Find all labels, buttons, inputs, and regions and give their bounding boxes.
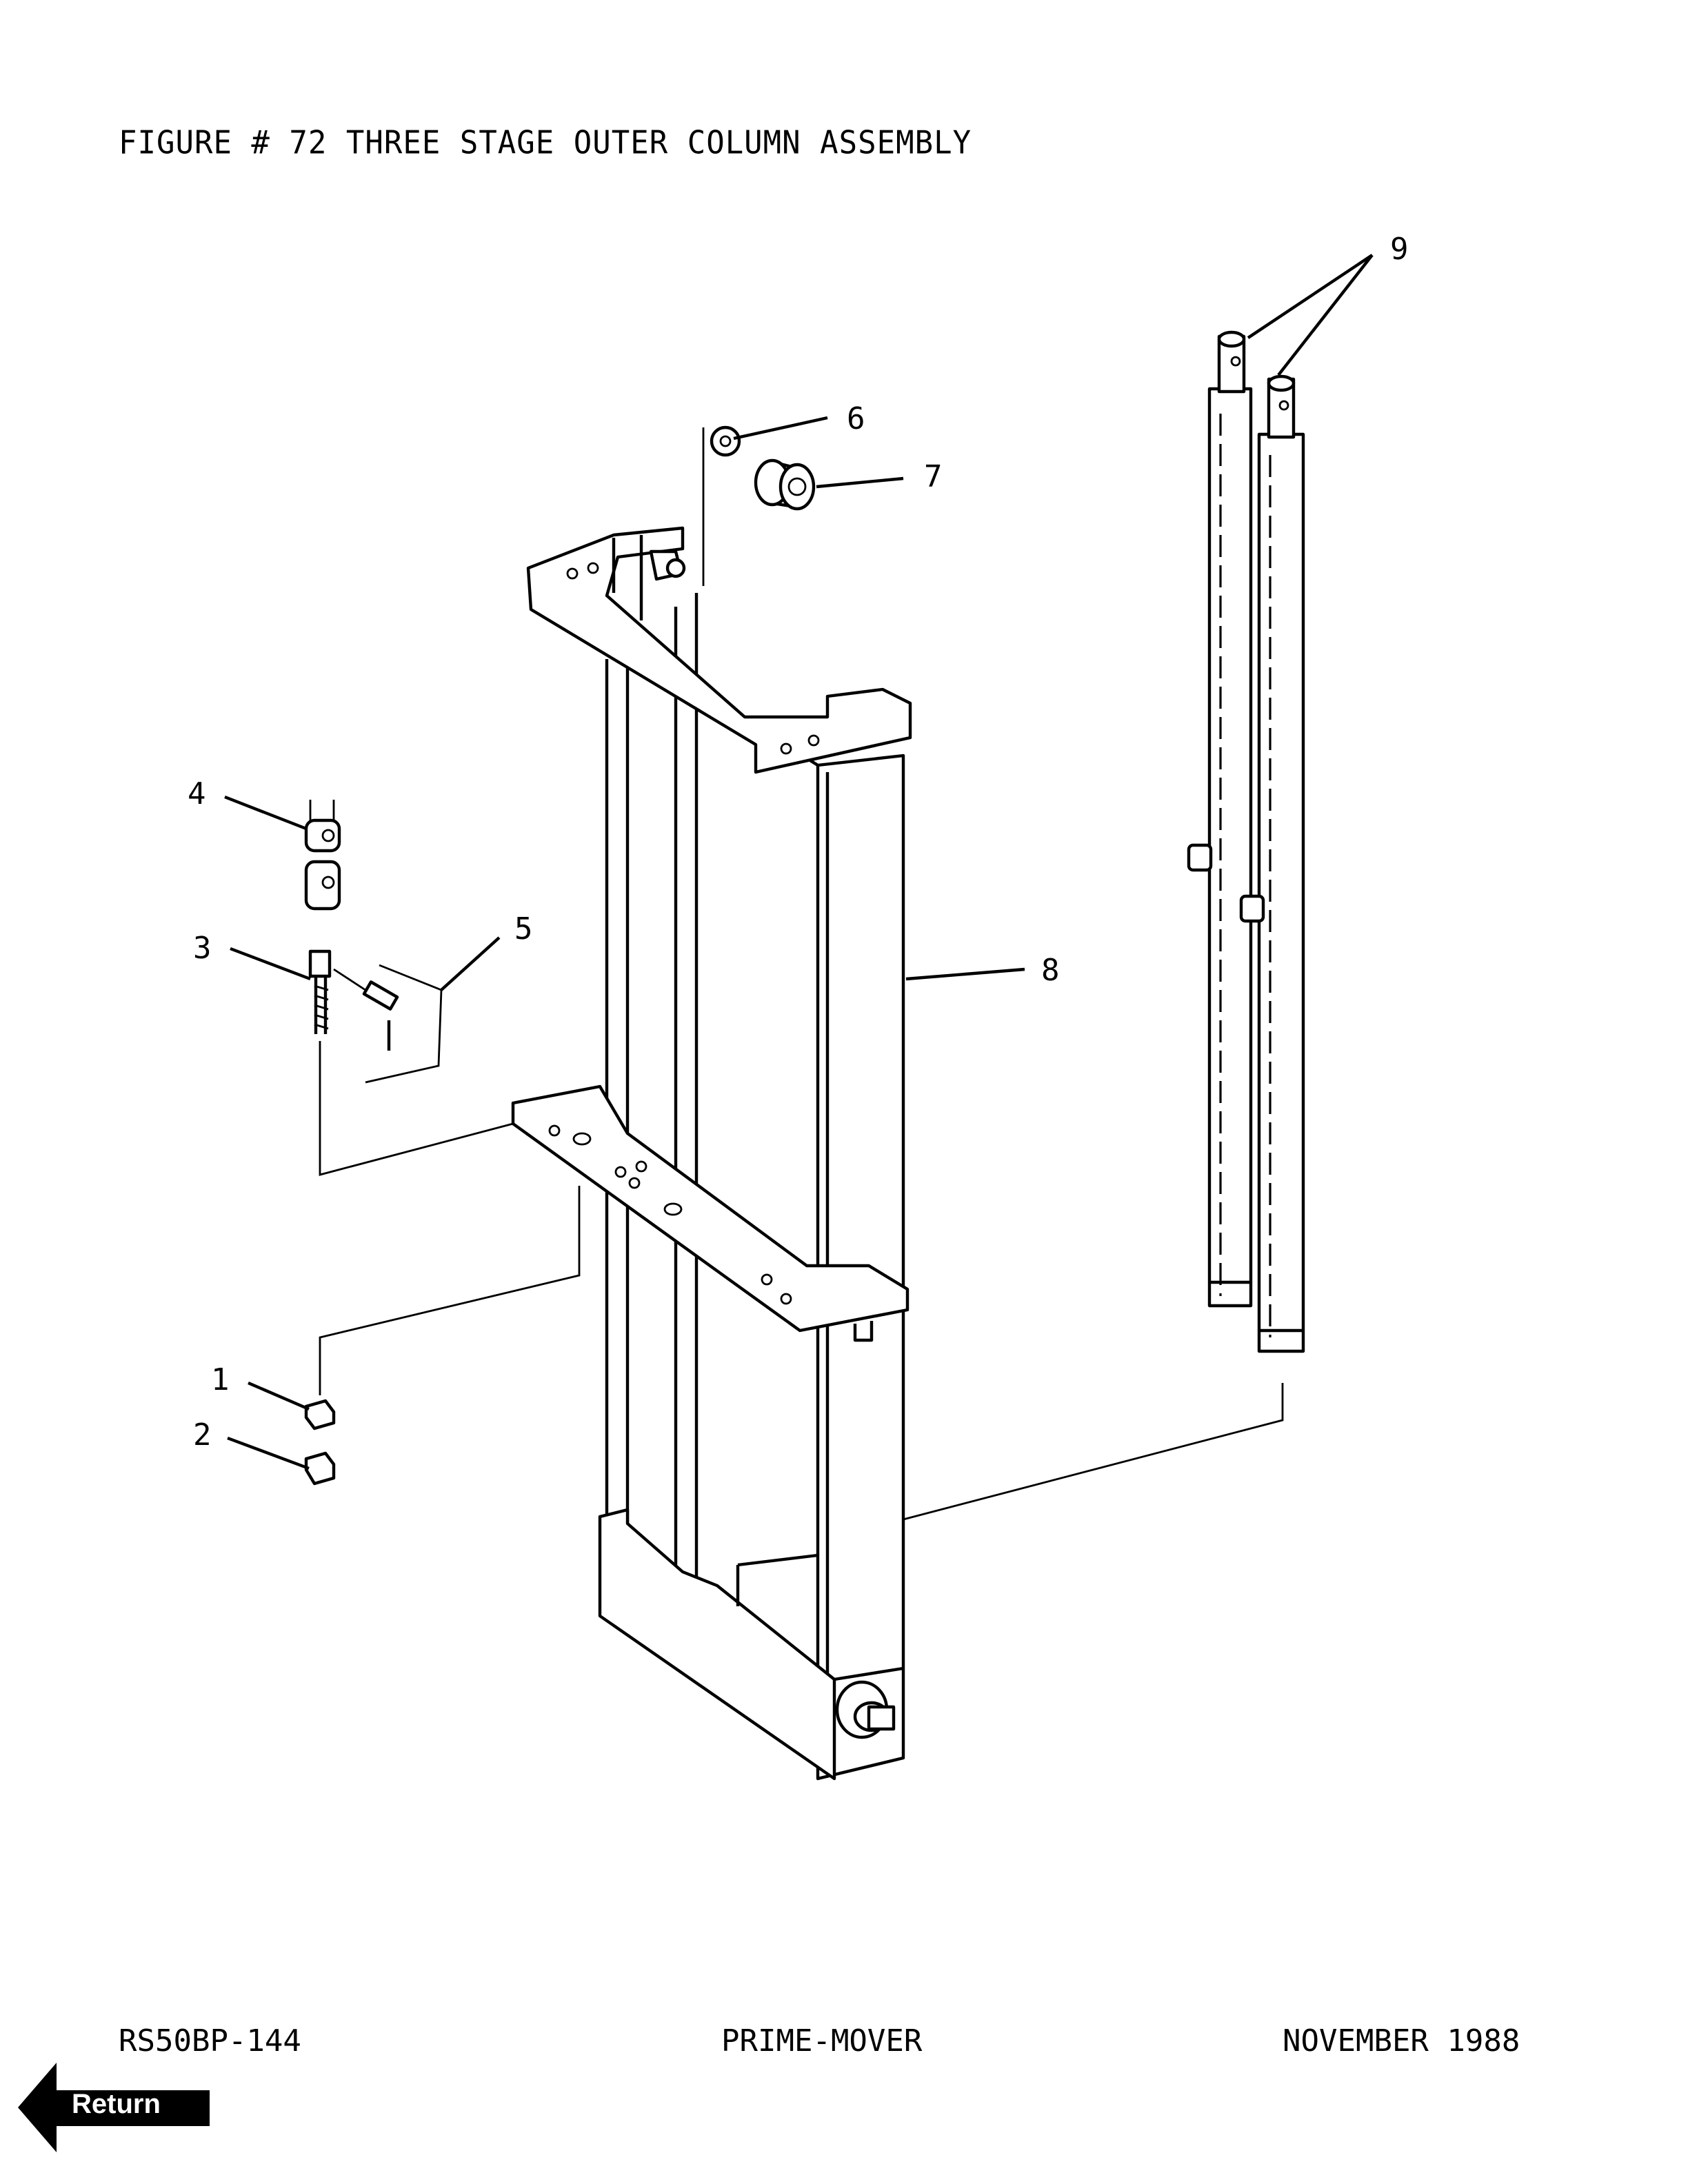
- nut-part-2: [304, 1451, 336, 1486]
- washer-part-6: [702, 425, 741, 586]
- publication-date: NOVEMBER 1988: [1283, 2023, 1520, 2059]
- anchor-bolt-part-3: [308, 949, 514, 1176]
- return-button-label: Return: [72, 2089, 161, 2119]
- document-number: RS50BP-144: [119, 2023, 301, 2059]
- nut-part-1: [304, 1186, 581, 1430]
- product-name: PRIME-MOVER: [721, 2023, 923, 2059]
- callout-3: 3: [193, 931, 212, 966]
- pin-and-cotter-part-5: [333, 964, 443, 1084]
- callout-1: 1: [211, 1362, 230, 1397]
- callout-6: 6: [847, 401, 865, 436]
- return-button[interactable]: Return: [18, 2063, 211, 2152]
- outer-column-part-8: [511, 526, 912, 1781]
- bearing-part-7: [754, 458, 816, 511]
- chain-link-part-4: [304, 800, 341, 911]
- callout-4: 4: [188, 776, 206, 811]
- leader-arrows: [224, 254, 1374, 1470]
- callout-8: 8: [1041, 953, 1060, 988]
- callout-7: 7: [924, 459, 943, 494]
- lift-cylinders-part-9: [903, 330, 1305, 1521]
- callout-2: 2: [193, 1417, 212, 1453]
- left-arrow-icon: [18, 2063, 210, 2152]
- figure-title: FIGURE # 72 THREE STAGE OUTER COLUMN ASS…: [119, 124, 972, 162]
- callout-5: 5: [514, 911, 533, 947]
- callout-9: 9: [1390, 232, 1409, 267]
